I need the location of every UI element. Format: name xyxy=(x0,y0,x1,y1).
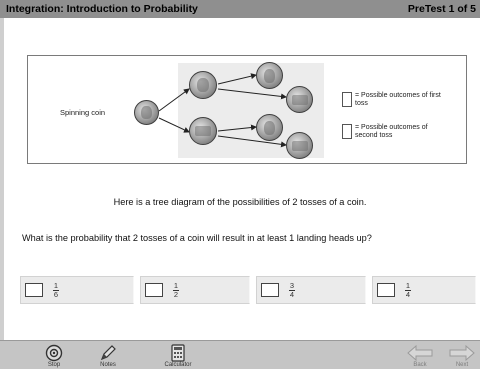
title-bar: Integration: Introduction to Probability… xyxy=(0,0,480,18)
legend-second-toss: = Possible outcomes of second toss xyxy=(342,124,447,140)
calculator-button[interactable]: Calculator xyxy=(156,343,200,369)
answer-checkbox[interactable] xyxy=(25,283,43,297)
answer-fraction: 1 4 xyxy=(405,280,411,299)
arrow-right-icon xyxy=(444,343,480,362)
next-button[interactable]: Next xyxy=(444,343,480,369)
numerator: 1 xyxy=(405,280,411,290)
question-intro: Here is a tree diagram of the possibilit… xyxy=(113,197,367,207)
stop-icon xyxy=(36,343,72,362)
calculator-icon xyxy=(156,343,200,362)
second-toss-heads-icon xyxy=(256,114,283,141)
fraction-bar xyxy=(173,289,179,291)
numerator: 1 xyxy=(53,280,59,290)
denominator: 4 xyxy=(405,289,411,299)
tree-diagram: Spinning coin = Possible outcomes of fir… xyxy=(27,55,467,164)
numerator: 3 xyxy=(289,280,295,290)
denominator: 2 xyxy=(173,289,179,299)
answer-option-2[interactable]: 1 2 xyxy=(140,276,250,304)
denominator: 4 xyxy=(289,289,295,299)
legend-first-toss: = Possible outcomes of first toss xyxy=(342,92,447,108)
answer-checkbox[interactable] xyxy=(261,283,279,297)
answer-option-4[interactable]: 1 4 xyxy=(372,276,476,304)
left-rule xyxy=(0,18,4,340)
answer-checkbox[interactable] xyxy=(377,283,395,297)
answer-option-3[interactable]: 3 4 xyxy=(256,276,366,304)
bottom-toolbar: Stop Notes Calculator xyxy=(0,340,480,369)
legend-second-toss-text: = Possible outcomes of second toss xyxy=(355,124,428,139)
legend-first-toss-text: = Possible outcomes of first toss xyxy=(355,92,441,107)
test-progress: PreTest 1 of 5 xyxy=(407,3,476,15)
stop-label: Stop xyxy=(47,362,61,368)
back-label: Back xyxy=(413,362,427,368)
arrow-left-icon xyxy=(402,343,438,362)
spinning-coin-icon xyxy=(134,100,159,125)
pencil-icon xyxy=(90,343,126,362)
back-button[interactable]: Back xyxy=(402,343,438,369)
numerator: 1 xyxy=(173,280,179,290)
notes-button[interactable]: Notes xyxy=(90,343,126,369)
answer-fraction: 1 6 xyxy=(53,280,59,299)
first-toss-tails-icon xyxy=(189,117,217,145)
answer-fraction: 3 4 xyxy=(289,280,295,299)
second-toss-heads-icon xyxy=(256,62,283,89)
legend-swatch-icon xyxy=(342,124,352,139)
answer-checkbox[interactable] xyxy=(145,283,163,297)
fraction-bar xyxy=(53,289,59,291)
answer-fraction: 1 2 xyxy=(173,280,179,299)
tree-branches xyxy=(158,73,287,148)
first-toss-heads-icon xyxy=(189,71,217,99)
answer-option-1[interactable]: 1 6 xyxy=(20,276,134,304)
second-toss-tails-icon xyxy=(286,132,313,159)
stop-button[interactable]: Stop xyxy=(36,343,72,369)
denominator: 6 xyxy=(53,289,59,299)
window-title: Integration: Introduction to Probability xyxy=(6,3,198,15)
question-prompt: What is the probability that 2 tosses of… xyxy=(22,233,372,243)
notes-label: Notes xyxy=(100,362,116,368)
calculator-label: Calculator xyxy=(164,362,192,368)
fraction-bar xyxy=(405,289,411,291)
spinning-coin-label: Spinning coin xyxy=(60,108,106,117)
next-label: Next xyxy=(455,362,469,368)
legend-swatch-icon xyxy=(342,92,352,107)
fraction-bar xyxy=(289,289,295,291)
second-toss-tails-icon xyxy=(286,86,313,113)
